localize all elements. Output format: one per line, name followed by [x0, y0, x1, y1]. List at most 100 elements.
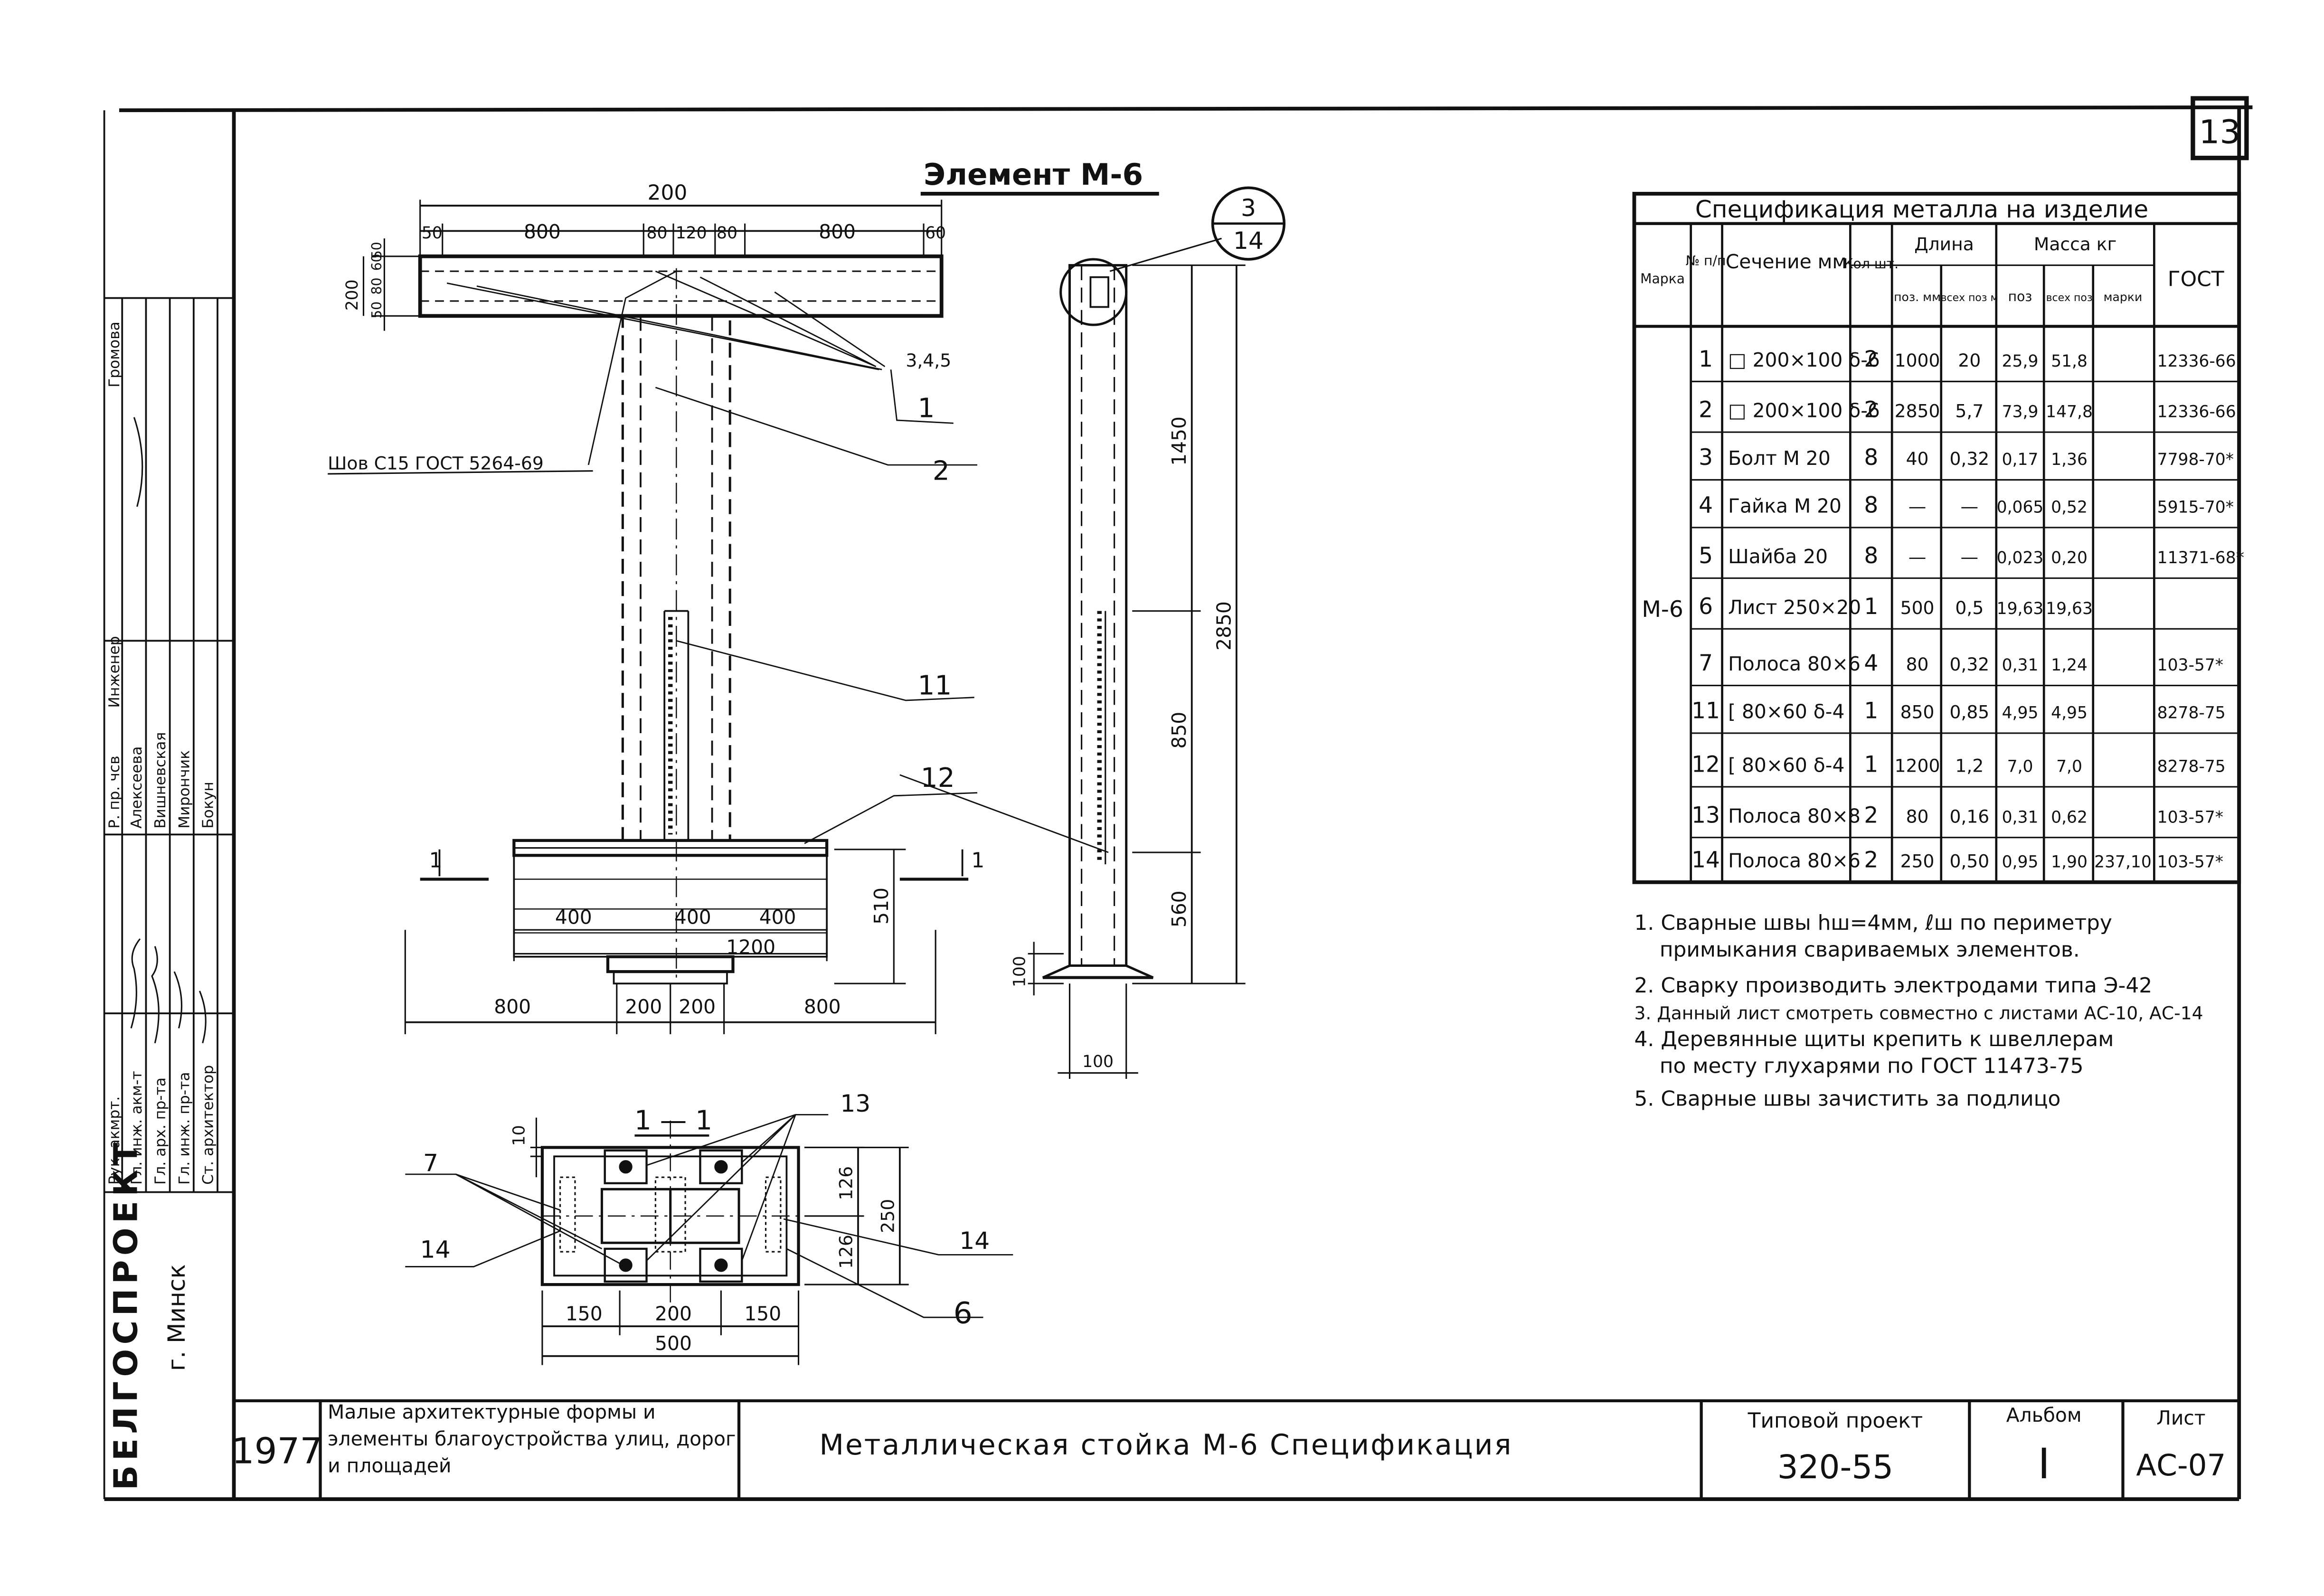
spec-cell-len-pos: 250	[1900, 850, 1935, 871]
spec-cell-qty: 2	[1864, 847, 1878, 873]
note-line-3: 2. Сварку производить электродами типа Э…	[1634, 973, 2152, 998]
spec-cell-n: 2	[1699, 397, 1713, 423]
tb-sheet: АС-07	[2136, 1448, 2226, 1483]
spec-cell-m-all: 19,63	[2046, 599, 2093, 618]
spec-cell-qty: 8	[1864, 543, 1878, 569]
role-1: Рук. акмрт.	[106, 1096, 123, 1185]
spec-cell-len-all: 0,32	[1949, 654, 1989, 675]
title-block-grid	[234, 1399, 2239, 1500]
spec-title: Спецификация металла на изделие	[1695, 195, 2148, 223]
spec-cell-m-all: 1,24	[2051, 656, 2088, 675]
dim-left-1: 200	[343, 279, 362, 311]
spec-cell-m-all: 4,95	[2051, 704, 2088, 723]
dim-top-total: 200	[648, 181, 688, 205]
dim-base-3: 400	[759, 906, 796, 929]
hdr-length: Длина	[1914, 234, 1974, 255]
spec-cell-len-all: 5,7	[1955, 401, 1984, 422]
spec-cell-len-pos: —	[1908, 496, 1927, 517]
spec-cell-m-pos: 0,31	[2002, 656, 2039, 675]
spec-cell-len-pos: 500	[1900, 597, 1935, 618]
dim-base-height: 510	[870, 888, 893, 925]
spec-cell-n: 12	[1691, 752, 1720, 778]
dim-top-3: 80	[647, 224, 668, 243]
person-4: Бокун	[200, 782, 217, 829]
hdr-mass: Масса кг	[2034, 234, 2116, 255]
dim-top-5: 80	[717, 224, 737, 243]
sheet-number: 13	[2199, 113, 2240, 151]
note-line-6: по месту глухарями по ГОСТ 11473-75	[1660, 1054, 2084, 1078]
hdr-marka: Марка	[1640, 271, 1685, 286]
spec-cell-qty: 1	[1864, 752, 1878, 778]
spec-cell-gost: 103-57*	[2157, 656, 2223, 675]
sec-dim-500: 500	[655, 1332, 692, 1355]
role-5: Ст. архитектор	[200, 1065, 217, 1185]
spec-cell-m-pos: 0,17	[2002, 450, 2039, 469]
sec-label-14-right: 14	[959, 1227, 990, 1255]
spec-cell-n: 3	[1699, 444, 1713, 471]
spec-cell-len-pos: —	[1908, 547, 1927, 567]
spec-cell-m-pos: 0,065	[1997, 498, 2044, 517]
spec-cell-qty: 2	[1864, 802, 1878, 828]
sec-label-14-left: 14	[420, 1236, 451, 1264]
dim-top-1: 50	[422, 224, 443, 243]
dim-bottom-3: 200	[679, 995, 716, 1018]
sec-dim-bottom-2: 200	[655, 1302, 692, 1325]
spec-cell-len-all: —	[1961, 547, 1979, 567]
spec-cell-m-all: 0,52	[2051, 498, 2088, 517]
section-1-1	[405, 1114, 1013, 1365]
tb-year: 1977	[232, 1430, 323, 1472]
spec-cell-n: 7	[1699, 650, 1713, 676]
spec-cell-m-all: 0,20	[2051, 548, 2088, 567]
spec-cell-m-pos: 73,9	[2002, 403, 2039, 422]
sec-label-13: 13	[840, 1089, 870, 1117]
spec-cell-n: 6	[1699, 594, 1713, 620]
role-4: Гл. инж. пр-та	[176, 1072, 193, 1184]
spec-cell-section: Полоса 80×8	[1728, 804, 1861, 827]
hdr-section: Сечение мм	[1726, 250, 1847, 273]
tb-album: I	[2038, 1439, 2050, 1488]
spec-table: Спецификация металла на изделие Марка № …	[1632, 192, 2244, 884]
hdr-length-pos: поз. мм	[1894, 290, 1941, 304]
spec-cell-section: Болт М 20	[1728, 447, 1831, 470]
spec-cell-gost: 12336-66	[2157, 403, 2236, 422]
spec-cell-gost: 7798-70*	[2157, 450, 2234, 469]
top-role-1: Р. пр. чсв	[106, 756, 123, 828]
dim-base-2: 400	[674, 906, 711, 929]
dim-top-4: 120	[676, 224, 707, 243]
sec-dim-bottom-1: 150	[566, 1302, 603, 1325]
spec-cell-m-pos: 7,0	[2007, 757, 2033, 776]
section-mark-left: 1	[429, 848, 443, 872]
spec-table-grid	[1632, 192, 2241, 884]
dim-126-top: 126	[835, 1166, 856, 1200]
spec-cell-len-all: 0,50	[1949, 850, 1989, 871]
spec-cell-len-all: 1,2	[1955, 756, 1984, 776]
note-line-4: 3. Данный лист смотреть совместно с лист…	[1634, 1003, 2203, 1024]
spec-cell-qty: 1	[1864, 594, 1878, 620]
spec-cell-len-pos: 40	[1906, 448, 1929, 469]
dim-bottom-2: 200	[625, 995, 662, 1018]
leader-2: 2	[933, 455, 950, 486]
leader-12: 12	[921, 763, 955, 793]
hdr-mass-pos: поз	[2008, 289, 2032, 304]
dim-left-5: 50	[369, 302, 385, 319]
dim-left-2: 60	[369, 254, 385, 271]
spec-cell-m-all: 0,62	[2051, 808, 2088, 827]
spec-cell-m-all: 7,0	[2056, 757, 2082, 776]
spec-cell-qty: 8	[1864, 444, 1878, 471]
dim-100-left: 100	[1010, 956, 1029, 987]
spec-cell-gost: 8278-75	[2157, 704, 2226, 723]
dim-126-bottom: 126	[835, 1235, 856, 1269]
spec-cell-section: Гайка М 20	[1728, 495, 1842, 518]
spec-cell-section: □ 200×100 δ-6	[1728, 399, 1880, 422]
dim-top-7: 60	[925, 224, 946, 243]
spec-cell-m-marka: 237,10	[2094, 852, 2152, 871]
spec-cell-n: 11	[1691, 698, 1720, 724]
top-person: Громова	[106, 321, 123, 387]
hdr-mass-marka: марки	[2104, 290, 2143, 304]
callout-bottom: 14	[1233, 227, 1264, 255]
